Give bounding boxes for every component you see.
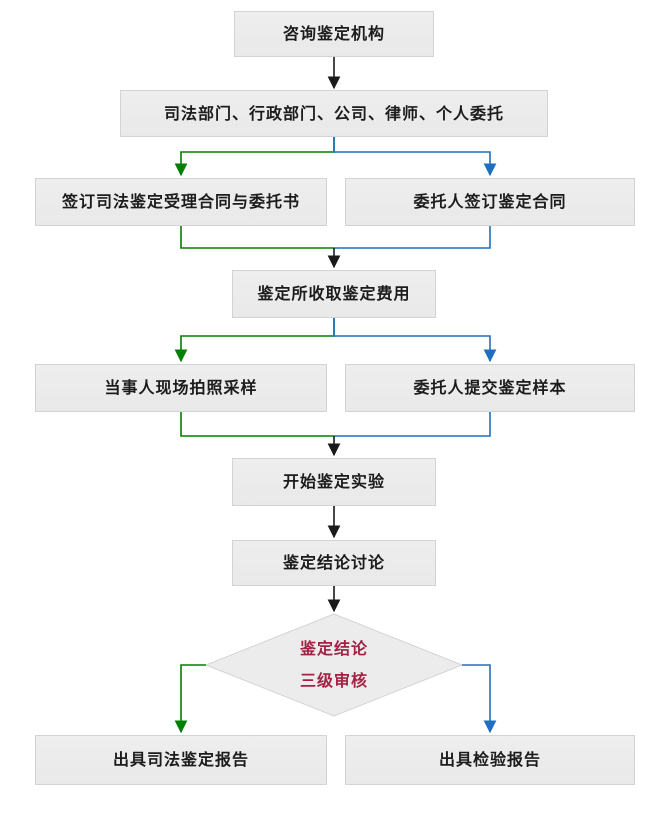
node-inspection-report: 出具检验报告 <box>345 735 635 785</box>
node-start-experiment: 开始鉴定实验 <box>232 458 436 506</box>
review-label-line1: 鉴定结论 <box>299 639 368 658</box>
edge-submit-sample-experiment <box>334 412 491 437</box>
node-client-submit-sample: 委托人提交鉴定样本 <box>345 364 635 412</box>
node-collect-fee: 鉴定所收取鉴定费用 <box>232 270 436 318</box>
node-entrust: 司法部门、行政部门、公司、律师、个人委托 <box>120 90 548 137</box>
node-onsite-sampling: 当事人现场拍照采样 <box>35 364 327 412</box>
edge-review-judicial-report <box>174 664 206 734</box>
edge-review-inspection-report <box>462 664 497 734</box>
edge-sampling-experiment <box>180 412 334 437</box>
edge-fee-sampling <box>174 318 335 363</box>
node-three-level-review: 鉴定结论 三级审核 <box>234 633 434 697</box>
node-conclusion-discussion: 鉴定结论讨论 <box>232 540 436 586</box>
decision-diamond <box>204 613 464 717</box>
edge-fee-submit-sample <box>333 318 497 363</box>
edge-client-sign-fee <box>334 226 491 249</box>
review-label-line2: 三级审核 <box>299 671 368 690</box>
node-client-sign-contract: 委托人签订鉴定合同 <box>345 178 635 226</box>
node-sign-judicial-contract: 签订司法鉴定受理合同与委托书 <box>35 178 327 226</box>
node-consult: 咨询鉴定机构 <box>234 11 434 57</box>
edge-entrust-client-sign <box>333 137 497 177</box>
node-judicial-report: 出具司法鉴定报告 <box>35 735 327 785</box>
edge-sign-judicial-fee <box>180 226 334 249</box>
edge-entrust-sign-judicial <box>174 137 335 177</box>
